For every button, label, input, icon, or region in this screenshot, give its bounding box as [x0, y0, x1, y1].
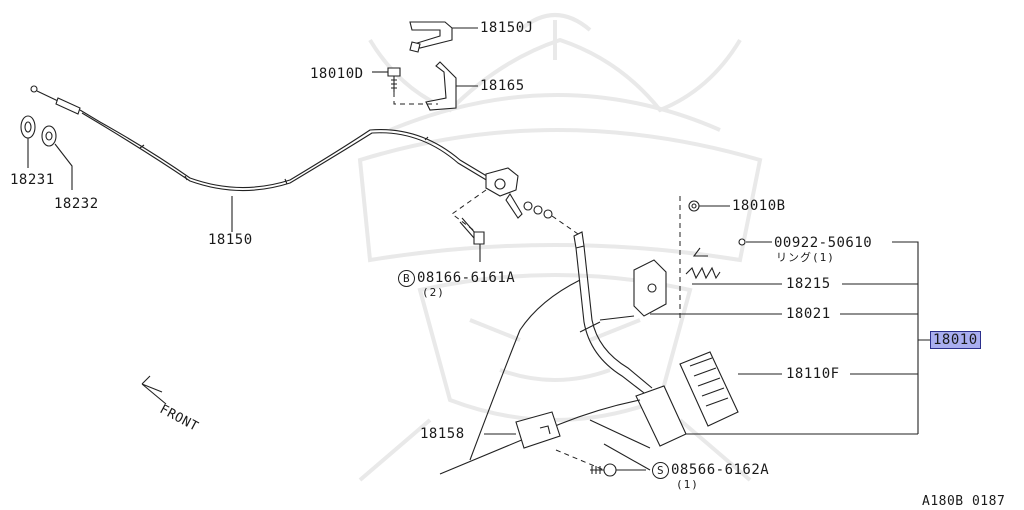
pedal-bracket-18021	[579, 259, 782, 333]
floor-outline	[439, 279, 651, 475]
ring-00922	[738, 238, 772, 246]
nut-18010B	[688, 200, 730, 212]
pedal-pad-18110F	[679, 351, 782, 427]
callout-08566-label: 08566-6162A	[671, 462, 770, 478]
bolt-08166	[459, 217, 485, 262]
callout-18165[interactable]: 18165	[480, 78, 525, 94]
callout-18010-highlighted[interactable]: 18010	[930, 331, 981, 349]
callout-18158[interactable]: 18158	[420, 426, 465, 442]
diagram-code: A180B 0187	[922, 494, 1006, 509]
s-symbol: S	[652, 462, 669, 479]
screw-08566	[555, 449, 646, 477]
callout-18010B[interactable]: 18010B	[732, 198, 786, 214]
callout-08566-qty: (1)	[676, 478, 699, 491]
b-symbol: B	[398, 270, 415, 287]
clip-18232	[41, 125, 73, 190]
clip-18231	[20, 115, 36, 168]
callout-18150J[interactable]: 18150J	[480, 20, 534, 36]
bolt-18010D	[372, 67, 401, 92]
bracket-18150J	[409, 21, 478, 53]
callout-18215[interactable]: 18215	[786, 276, 831, 292]
callout-18010D[interactable]: 18010D	[310, 66, 364, 82]
callout-08166-label: 08166-6161A	[417, 270, 516, 286]
callout-00922-50610[interactable]: 00922-50610	[774, 235, 873, 251]
pedal-arm	[573, 231, 653, 397]
callout-08166-qty: (2)	[422, 286, 445, 299]
front-arrow-icon	[141, 375, 167, 405]
bracket-18165	[425, 61, 478, 111]
callout-18231[interactable]: 18231	[10, 172, 55, 188]
callout-00922-qty: リング(1)	[776, 251, 835, 264]
callout-18110F[interactable]: 18110F	[786, 366, 840, 382]
pedal-pad-base	[635, 385, 687, 447]
callout-18150[interactable]: 18150	[208, 232, 253, 248]
accelerator-cable	[30, 85, 491, 192]
stopper-18158	[484, 411, 561, 449]
callout-18021[interactable]: 18021	[786, 306, 831, 322]
callout-18232[interactable]: 18232	[54, 196, 99, 212]
linkage-assembly	[451, 167, 579, 235]
spring-18215	[685, 247, 782, 285]
assembly-bracket-18010	[686, 241, 930, 435]
